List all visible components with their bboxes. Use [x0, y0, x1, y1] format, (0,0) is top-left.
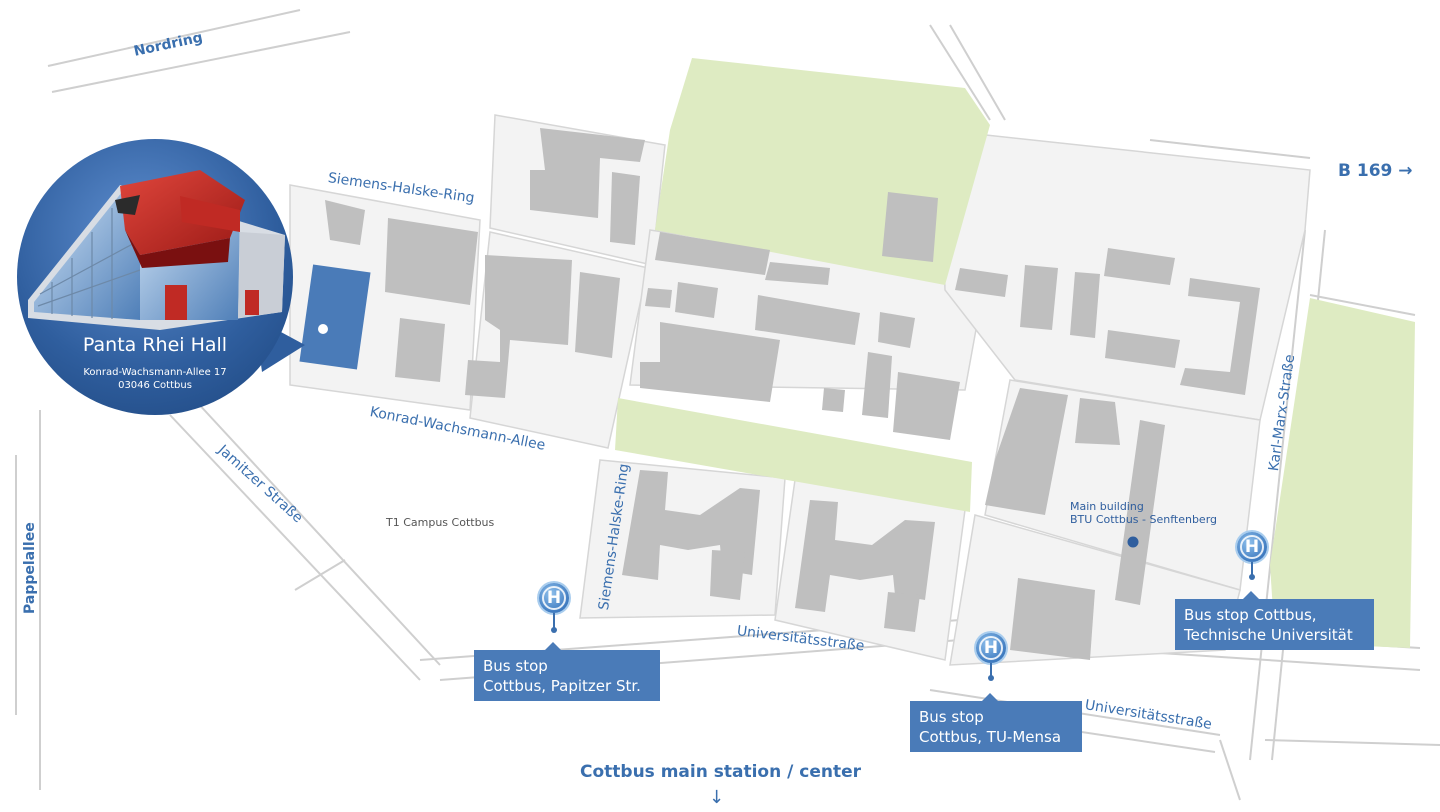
- bus-stop-pin: [1251, 562, 1253, 576]
- bus-stop-pin-dot: [551, 627, 557, 633]
- main-building-marker[interactable]: [1127, 536, 1139, 548]
- direction-station: Cottbus main station / center: [580, 762, 861, 782]
- bus-stop-label-line1: Bus stop: [483, 657, 548, 675]
- bus-stop-pin-dot: [988, 675, 994, 681]
- bus-stop-pin-dot: [1249, 574, 1255, 580]
- bus-stop-pin: [990, 663, 992, 677]
- venue-photo-icon: [28, 170, 285, 330]
- bus-stop-label-line1: Bus stop: [919, 708, 984, 726]
- bus-stop-label-line2: Cottbus, Papitzer Str.: [483, 677, 641, 695]
- direction-station-arrow: ↓: [709, 787, 725, 808]
- bus-stop-label-line1: Bus stop Cottbus,: [1184, 606, 1317, 624]
- venue-title: Panta Rhei Hall: [82, 334, 228, 356]
- venue-address-line1: Konrad-Wachsmann-Allee 17: [83, 367, 227, 378]
- bus-stop-pin: [553, 613, 555, 629]
- bus-stop-icon[interactable]: H: [539, 583, 569, 613]
- direction-b169: B 169 →: [1338, 161, 1413, 181]
- bus-stop-icon[interactable]: H: [976, 633, 1006, 663]
- area-label-t1-campus: T1 Campus Cottbus: [386, 516, 495, 529]
- main-building-label-line2: BTU Cottbus - Senftenberg: [1070, 513, 1218, 526]
- bus-stop-label-papitzer[interactable]: Bus stop Cottbus, Papitzer Str.: [474, 642, 660, 701]
- bus-stop-label-tu-mensa[interactable]: Bus stop Cottbus, TU-Mensa: [910, 693, 1082, 752]
- bus-stop-label-line2: Cottbus, TU-Mensa: [919, 728, 1062, 746]
- main-building-label-line1: Main building: [1070, 500, 1144, 513]
- venue-address-line2: 03046 Cottbus: [118, 380, 192, 391]
- venue-building[interactable]: [299, 264, 371, 370]
- venue-dot: [318, 324, 328, 334]
- buildings: [325, 128, 1260, 660]
- bus-stop-label-technische-universitaet[interactable]: Bus stop Cottbus, Technische Universität: [1175, 591, 1374, 650]
- bus-stop-icon[interactable]: H: [1237, 532, 1267, 562]
- street-label-pappelallee: Pappelallee: [22, 522, 38, 614]
- bus-stop-label-line2: Technische Universität: [1184, 626, 1353, 644]
